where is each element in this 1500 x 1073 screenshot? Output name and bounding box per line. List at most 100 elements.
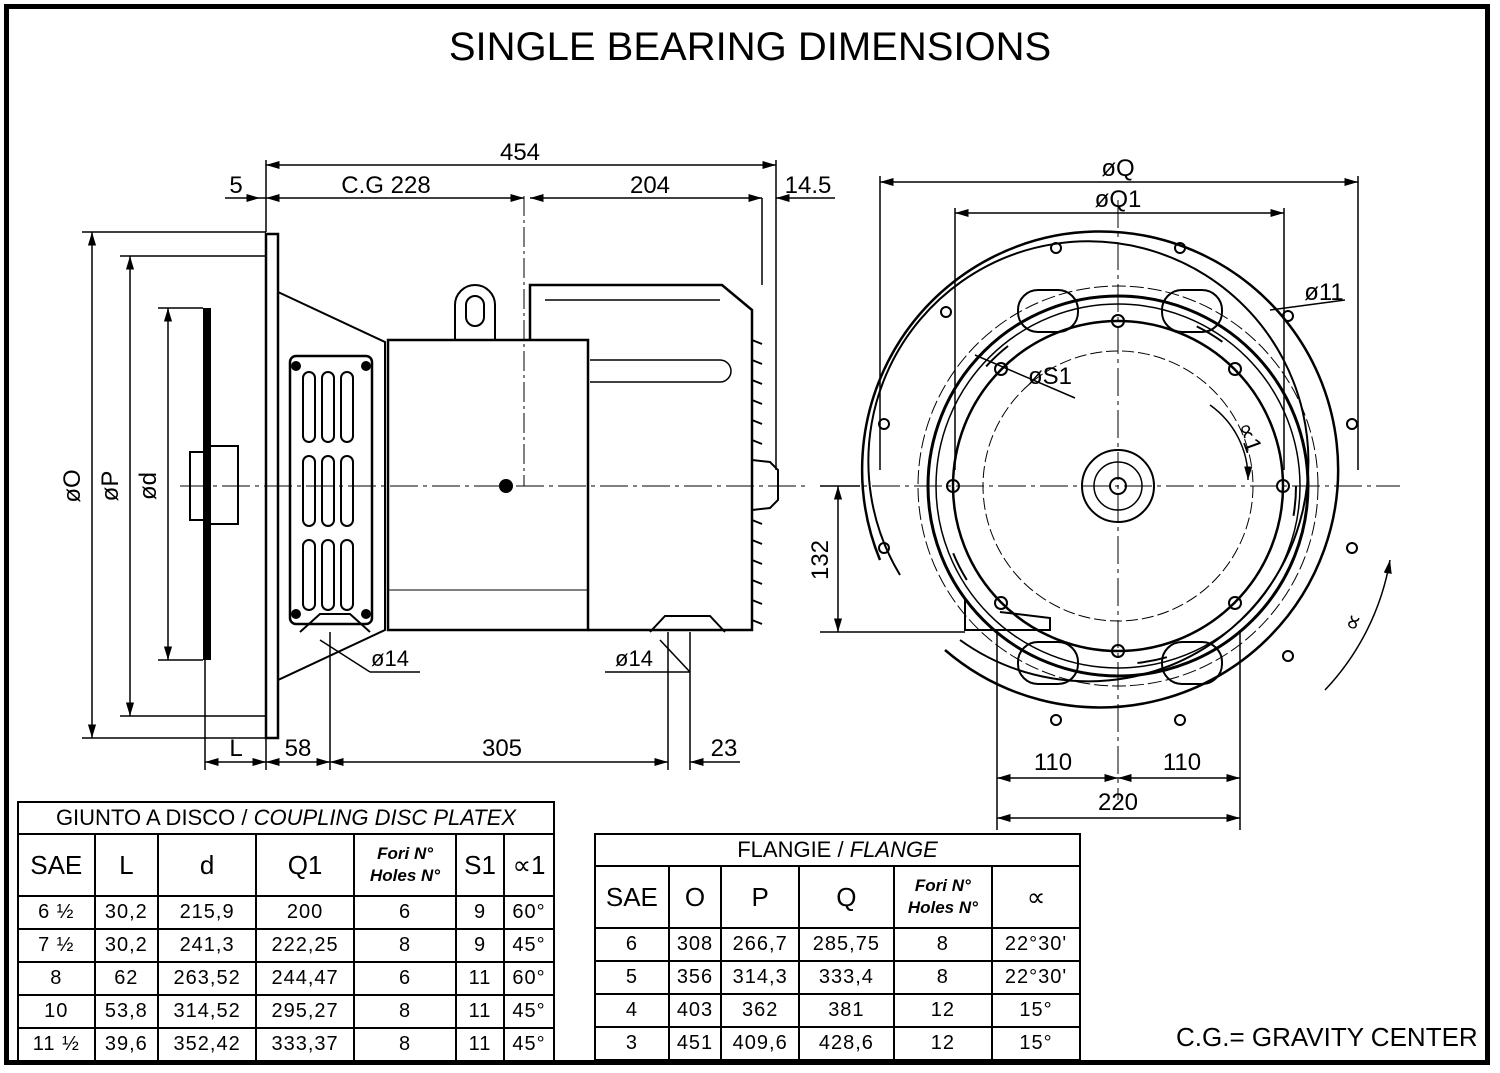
rear-fins [751, 339, 763, 625]
coupling-cell: 6 [353, 961, 458, 996]
dia-S1-label: øS1 [1028, 363, 1072, 390]
flange-cell: 403 [667, 993, 723, 1028]
flange-caption-en: FLANGE [849, 837, 938, 862]
coupling-cell: 10 [17, 994, 96, 1029]
coupling-cell: 11 ½ [17, 1027, 96, 1062]
drawing-frame [4, 4, 1490, 1065]
flange-bolt-circle [917, 285, 1319, 687]
flange-cell: 266,7 [720, 927, 801, 962]
coupling-cell: 352,42 [157, 1027, 258, 1062]
flange-hdr-holes-en: Holes N° [907, 898, 978, 917]
coupling-hdr-fori: Fori N° [377, 844, 434, 863]
flange-hdr-alpha: ∝ [991, 865, 1081, 929]
coupling-cell: 45° [502, 1027, 556, 1062]
coupling-hdr-holes-en: Holes N° [370, 866, 441, 885]
dia-O-label: øO [59, 469, 86, 502]
coupling-cell: 39,6 [93, 1027, 160, 1062]
coupling-caption-sep: / [241, 805, 248, 830]
flange-cell: 285,75 [798, 927, 895, 962]
coupling-cell: 244,47 [255, 961, 356, 996]
flange-hdr-q: Q [798, 865, 895, 929]
coupling-cell: 30,2 [93, 928, 160, 963]
coupling-cell: 333,37 [255, 1027, 356, 1062]
hole-11-label: ø11 [1304, 279, 1344, 306]
flange-cell: 356 [667, 960, 723, 995]
dim-132-label: 132 [807, 540, 834, 580]
coupling-cell: 60° [502, 895, 556, 930]
terminal-box [528, 283, 754, 632]
coupling-cell: 8 [353, 994, 458, 1029]
coupling-hdr-q1: Q1 [255, 833, 356, 897]
flange-holes [878, 242, 1358, 726]
stator-body [386, 338, 590, 632]
flange-hdr-p: P [720, 865, 801, 929]
flange-hdr-sae: SAE [594, 865, 670, 929]
gravity-center-dot [499, 479, 513, 493]
flange-cell: 428,6 [798, 1026, 895, 1061]
dim-220-label: 220 [1098, 789, 1138, 816]
coupling-cell: 60° [502, 961, 556, 996]
flange-cell: 22°30' [991, 927, 1081, 962]
dia-P-label: øP [97, 471, 124, 502]
coupling-table-caption: GIUNTO A DISCO / COUPLING DISC PLATEX [17, 801, 555, 835]
dim-5-label: 5 [229, 172, 242, 199]
dim-454-label: 454 [500, 139, 540, 166]
foot-section [964, 600, 1051, 631]
coupling-cell: 200 [255, 895, 356, 930]
dim-L-label: L [229, 735, 242, 762]
coupling-cell: 30,2 [93, 895, 160, 930]
flange-cell: 12 [892, 993, 994, 1028]
flange-caption-sep: / [837, 837, 844, 862]
housing-ring [926, 294, 1310, 678]
coupling-cell: 45° [502, 994, 556, 1029]
coupling-cell: 11 [455, 961, 505, 996]
flange-caption-it: FLANGIE [737, 837, 832, 862]
dia-Q-label: øQ [1101, 155, 1134, 182]
grille-slots [302, 371, 354, 611]
flange-cell: 15° [991, 993, 1081, 1028]
flange-cell: 451 [667, 1026, 723, 1061]
lifting-eye [454, 284, 496, 340]
coupling-cell: 8 [17, 961, 96, 996]
coupling-cell: 8 [353, 1027, 458, 1062]
coupling-hdr-d: d [157, 833, 258, 897]
front-foot [299, 613, 371, 633]
side-view [180, 196, 810, 740]
dia-Q1-label: øQ1 [1095, 186, 1142, 213]
flange-hdr-fori: Fori N° [914, 876, 971, 895]
flange-cell: 333,4 [798, 960, 895, 995]
coupling-caption-en: COUPLING DISC PLATEX [253, 805, 517, 830]
coupling-cell: 215,9 [157, 895, 258, 930]
flange-hdr-o: O [667, 865, 723, 929]
coupling-disc-table: GIUNTO A DISCO / COUPLING DISC PLATEX SA… [17, 801, 556, 1062]
hole-14-right-label: ø14 [615, 646, 653, 671]
coupling-cell: 11 [455, 994, 505, 1029]
flange-cell: 314,3 [720, 960, 801, 995]
coupling-cell: 241,3 [157, 928, 258, 963]
coupling-hdr-l: L [93, 833, 160, 897]
drawing-title: SINGLE BEARING DIMENSIONS [449, 25, 1051, 69]
flange-cell: 6 [594, 927, 670, 962]
outer-flange-inner [867, 240, 1310, 683]
flange-cell: 3 [594, 1026, 670, 1061]
flange-cell: 381 [798, 993, 895, 1028]
coupling-cell: 6 [353, 895, 458, 930]
dim-58-label: 58 [285, 735, 312, 762]
bell-housing [277, 290, 386, 682]
dim-110-right-label: 110 [1163, 749, 1201, 776]
alpha1-label: ∝1 [1231, 418, 1267, 456]
coupling-cell: 7 ½ [17, 928, 96, 963]
coupling-cell: 6 ½ [17, 895, 96, 930]
coupling-cell: 9 [455, 928, 505, 963]
coupling-disc-front [951, 319, 1285, 653]
flange-cell: 8 [892, 927, 994, 962]
hole-14-left-label: ø14 [371, 646, 409, 671]
dim-110-left-label: 110 [1034, 749, 1072, 776]
